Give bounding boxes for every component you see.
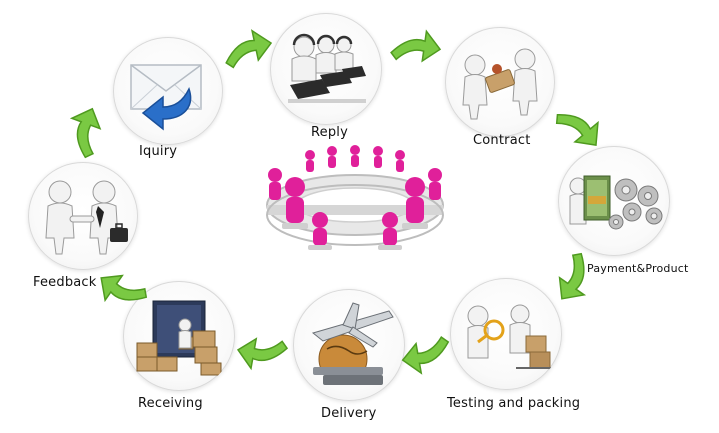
call-center-icon <box>288 33 366 103</box>
step-payment-product-circle <box>558 146 670 256</box>
arrow-payment-to-testing <box>543 245 606 311</box>
container-boxes-icon <box>136 300 222 376</box>
money-gears-icon <box>569 175 663 230</box>
arrow-reply-to-contract <box>387 25 444 72</box>
inspection-icon <box>467 304 552 369</box>
step-delivery-circle <box>293 289 405 401</box>
step-contract-label: Contract <box>473 133 531 148</box>
team-meeting-icon <box>250 145 460 260</box>
step-testing-packing-label: Testing and packing <box>447 396 581 411</box>
arrow-delivery-to-receiving <box>233 328 291 376</box>
handover-icon <box>462 48 538 120</box>
step-reply-label: Reply <box>311 125 349 140</box>
step-delivery-label: Delivery <box>321 406 377 421</box>
arrow-receiving-to-feedback <box>89 259 155 322</box>
step-reply-circle <box>270 13 382 125</box>
envelope-reply-icon <box>130 64 202 131</box>
arrow-feedback-to-inquiry <box>58 101 113 164</box>
step-receiving-circle <box>123 281 235 391</box>
step-testing-packing-circle <box>450 278 562 390</box>
step-inquiry-circle <box>113 37 223 145</box>
arrow-inquiry-to-reply <box>218 25 277 75</box>
handshake-icon <box>45 180 128 255</box>
arrow-contract-to-payment <box>547 95 611 161</box>
step-inquiry-label: Iquiry <box>139 144 178 159</box>
step-receiving-label: Receiving <box>138 396 203 411</box>
arrow-testing-to-delivery <box>397 330 455 378</box>
step-feedback-label: Feedback <box>33 275 97 290</box>
airplane-globe-icon <box>311 302 394 385</box>
step-payment-product-label: Payment&Product <box>587 262 689 275</box>
step-contract-circle <box>445 27 555 137</box>
step-feedback-circle <box>28 162 138 270</box>
